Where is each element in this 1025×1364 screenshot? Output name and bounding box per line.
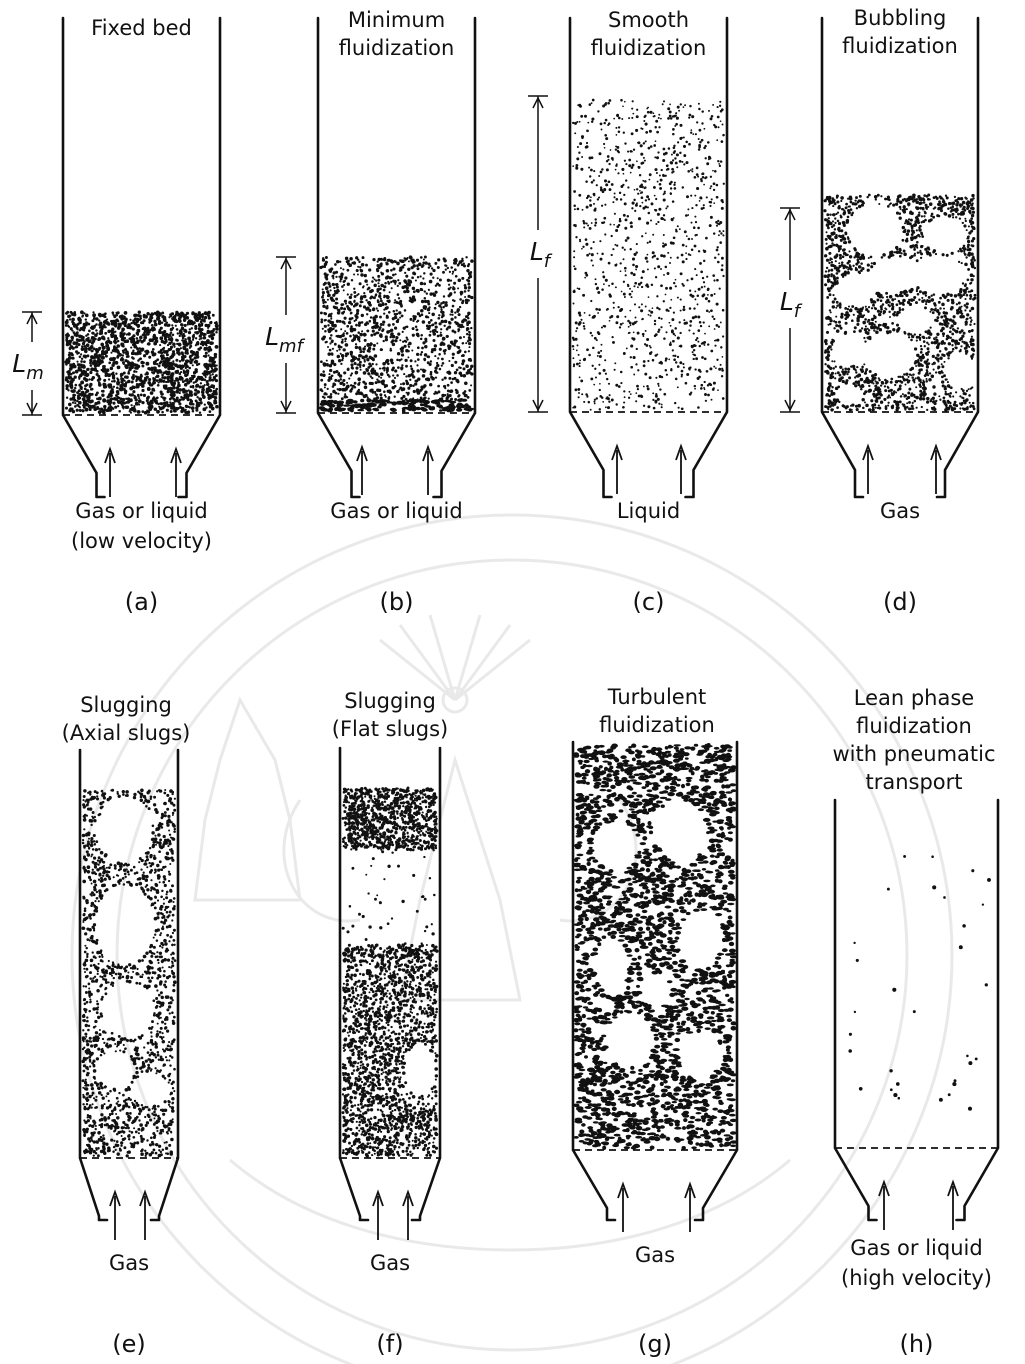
- panel-caption: (e): [112, 1330, 146, 1358]
- column-wall-left: [318, 18, 360, 497]
- panel-title: Bubbling: [854, 6, 947, 30]
- column-wall-right: [434, 18, 476, 497]
- panel-caption: (g): [638, 1330, 672, 1358]
- flow-label: Gas or liquid: [330, 499, 462, 523]
- height-label: Lmf: [265, 322, 305, 357]
- particles: [823, 194, 976, 412]
- particles: [319, 398, 475, 413]
- particles: [64, 310, 218, 414]
- panel-title: Minimum: [348, 8, 445, 32]
- panel-title: Slugging: [344, 689, 436, 713]
- flow-label: Gas: [370, 1251, 410, 1275]
- particles: [573, 743, 738, 1150]
- panel-title: fluidization: [842, 34, 958, 58]
- flow-label: Gas: [635, 1243, 675, 1267]
- height-label: Lf: [530, 237, 553, 272]
- particles: [342, 849, 436, 945]
- particles: [81, 788, 176, 1157]
- flow-label: Gas: [109, 1251, 149, 1275]
- panel-caption: (d): [883, 588, 917, 616]
- flow-label: Gas: [880, 499, 920, 523]
- flow-label: (low velocity): [71, 529, 212, 553]
- panel-title: Turbulent: [607, 685, 707, 709]
- panel-title: Lean phase: [854, 686, 974, 710]
- particles: [342, 943, 439, 1157]
- column-wall-right: [179, 18, 221, 497]
- panel-title: transport: [865, 770, 962, 794]
- column-wall-left: [835, 800, 877, 1220]
- particles: [319, 255, 473, 401]
- particles: [342, 787, 439, 852]
- panel-title: Slugging: [80, 693, 172, 717]
- panel-title: (Flat slugs): [332, 717, 448, 741]
- particles: [848, 855, 991, 1111]
- flow-label: Gas or liquid: [850, 1236, 982, 1260]
- panel-slugging-axial: Slugging (Axial slugs) Gas (e): [62, 693, 191, 1358]
- panel-lean-phase-fluidization: Lean phase fluidization with pneumatic tran…: [832, 686, 998, 1358]
- column-wall-right: [686, 18, 728, 497]
- panel-title: fluidization: [856, 714, 972, 738]
- panel-title: with pneumatic: [832, 742, 995, 766]
- panel-title: (Axial slugs): [62, 721, 191, 745]
- panel-title: fluidization: [599, 713, 715, 737]
- panel-caption: (h): [900, 1330, 934, 1358]
- panel-caption: (c): [633, 588, 665, 616]
- panel-title: fluidization: [591, 36, 707, 60]
- panel-slugging-flat: Slugging (Flat slugs) Gas (f): [332, 689, 448, 1358]
- panel-title: fluidization: [339, 36, 455, 60]
- height-label: Lm: [12, 349, 43, 384]
- flow-label: (high velocity): [841, 1266, 992, 1290]
- watermark-seal: [72, 515, 952, 1364]
- flow-label: Liquid: [617, 499, 680, 523]
- panel-caption: (a): [125, 588, 158, 616]
- particles: [572, 99, 725, 411]
- panel-caption: (b): [380, 588, 414, 616]
- flow-label: Gas or liquid: [75, 499, 207, 523]
- column-wall-right: [957, 800, 999, 1220]
- panel-caption: (f): [376, 1330, 403, 1358]
- column-wall-left: [63, 18, 105, 497]
- panel-title: Smooth: [608, 8, 689, 32]
- column-wall-left: [570, 18, 612, 497]
- panel-title: Fixed bed: [91, 16, 192, 40]
- height-label: Lf: [780, 287, 803, 322]
